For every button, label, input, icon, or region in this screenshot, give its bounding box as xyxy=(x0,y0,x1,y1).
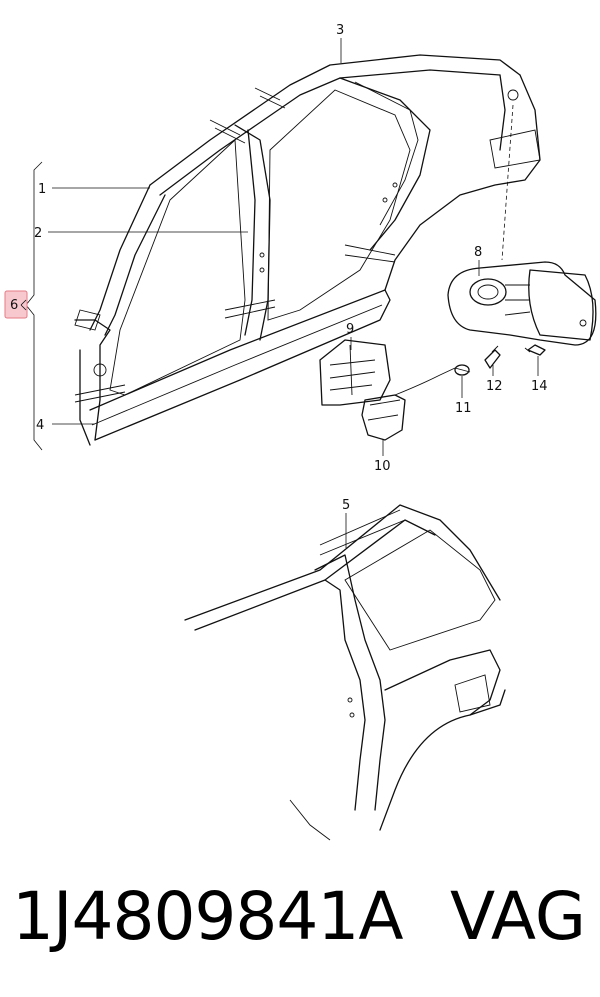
callout-1: 1 xyxy=(38,182,46,197)
callout-6-highlight: 6 xyxy=(4,290,28,319)
callout-11: 11 xyxy=(455,401,472,416)
group-bracket xyxy=(25,161,43,451)
callout-10: 10 xyxy=(374,459,391,474)
holder xyxy=(484,345,501,369)
callout-9: 9 xyxy=(346,322,354,337)
brand-label: VAG xyxy=(449,878,586,955)
parts-diagram: 1 2 3 4 5 8 9 10 11 12 14 6 xyxy=(4,23,597,841)
callout-5: 5 xyxy=(342,498,350,513)
callout-14: 14 xyxy=(531,379,548,394)
callout-12: 12 xyxy=(486,379,503,394)
screw xyxy=(524,344,546,356)
bracket xyxy=(319,339,391,406)
callout-labels: 1 2 3 4 5 8 9 10 11 12 14 xyxy=(34,23,548,513)
rear-quarter-panel xyxy=(184,504,506,841)
leader-lines xyxy=(48,38,539,548)
callout-6: 6 xyxy=(10,298,18,313)
body-side-panel xyxy=(74,54,541,446)
part-number: 1J4809841A xyxy=(12,878,404,955)
callout-4: 4 xyxy=(36,418,44,433)
cable-grommet xyxy=(454,364,471,376)
fuel-filler-flap xyxy=(447,261,597,346)
callout-2: 2 xyxy=(34,226,42,241)
callout-3: 3 xyxy=(336,23,344,38)
callout-8: 8 xyxy=(474,245,482,260)
actuator-motor xyxy=(361,367,456,441)
